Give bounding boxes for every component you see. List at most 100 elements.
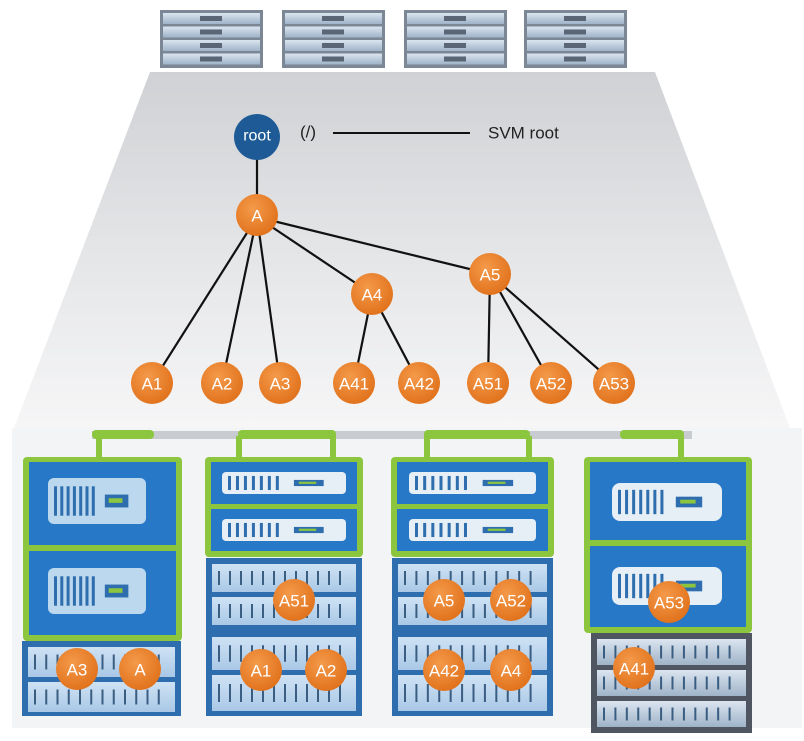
- tree-node-a5-label: A5: [480, 266, 501, 285]
- rack-unit-handle: [200, 29, 222, 35]
- tree-node-a[interactable]: A: [236, 194, 278, 236]
- volume-a51[interactable]: A51: [273, 579, 315, 621]
- tree-leaf-a41[interactable]: A41: [333, 362, 375, 404]
- root-node[interactable]: root: [234, 114, 280, 160]
- tree-leaf-a51[interactable]: A51: [467, 362, 509, 404]
- panel-vent: [653, 573, 657, 599]
- status-led: [108, 498, 123, 503]
- disk-slot: [56, 689, 59, 705]
- disk-slot: [317, 684, 319, 702]
- disk-slot: [404, 604, 406, 618]
- volume-a42[interactable]: A42: [423, 649, 465, 691]
- interconnect-segment-1: [92, 430, 154, 439]
- tree-node-a4[interactable]: A4: [351, 273, 393, 315]
- panel-vent: [235, 475, 239, 491]
- volume-a1[interactable]: A1: [240, 649, 282, 691]
- panel-vent: [85, 576, 89, 606]
- rack-unit-handle: [322, 56, 344, 62]
- panel-vent: [618, 489, 621, 515]
- volume-a41[interactable]: A41: [613, 647, 655, 689]
- panel-vent: [60, 576, 64, 606]
- disk-slot: [483, 684, 486, 702]
- root-node-circle: [234, 114, 280, 160]
- panel-vent: [228, 522, 231, 538]
- disk-slot: [415, 604, 418, 618]
- root-path-label: (/): [300, 123, 316, 142]
- interconnect-drop-1: [96, 436, 102, 460]
- disk-slot: [671, 645, 674, 659]
- volume-a52[interactable]: A52: [490, 579, 532, 621]
- tree-leaf-a2[interactable]: A2: [201, 362, 243, 404]
- tree-leaf-a42-circle: [398, 362, 440, 404]
- disk-slot: [472, 684, 475, 702]
- tree-node-a5[interactable]: A5: [469, 253, 511, 295]
- volume-a[interactable]: A: [119, 648, 161, 690]
- volume-a3[interactable]: A3: [56, 648, 98, 690]
- disk-slot: [660, 645, 663, 659]
- disk-slot: [146, 689, 149, 705]
- disk-slot: [317, 604, 319, 618]
- cluster-node-4[interactable]: A53 A41: [584, 457, 752, 733]
- interconnect-drop-6: [678, 436, 684, 460]
- volume-a2-label: A2: [316, 662, 337, 681]
- panel-vent: [85, 486, 89, 516]
- tree-leaf-a3[interactable]: A3: [259, 362, 301, 404]
- panel-vent: [455, 475, 459, 491]
- panel-vent: [618, 573, 621, 599]
- tree-leaf-a52[interactable]: A52: [530, 362, 572, 404]
- disk-slot: [251, 604, 253, 618]
- tree-leaf-a51-label: A51: [473, 375, 503, 394]
- root-node-label: root: [243, 128, 271, 145]
- panel-vent: [243, 522, 247, 538]
- disk-slot: [135, 689, 138, 705]
- tree-leaf-a2-label: A2: [212, 375, 233, 394]
- top-rack-server: [404, 10, 507, 68]
- disk-slot: [404, 571, 406, 585]
- panel-vent: [79, 486, 83, 516]
- top-rack-group: [160, 10, 627, 68]
- disk-slot: [483, 571, 486, 585]
- controller-front-panel: [409, 519, 536, 541]
- disk-slot: [461, 604, 464, 618]
- disk-slot: [306, 571, 308, 585]
- disk-slot: [495, 645, 498, 662]
- volume-a53-label: A53: [654, 594, 684, 613]
- cluster-node-1[interactable]: A3 A: [22, 457, 182, 716]
- interconnect-segment-3: [424, 430, 530, 439]
- disk-slot: [426, 571, 429, 585]
- disk-slot: [328, 684, 330, 702]
- cluster-interconnect: [92, 430, 692, 460]
- volume-a2[interactable]: A2: [305, 649, 347, 691]
- tree-leaf-a42[interactable]: A42: [398, 362, 440, 404]
- disk-slot: [295, 684, 297, 702]
- tree-leaf-a1[interactable]: A1: [131, 362, 173, 404]
- disk-slot: [728, 707, 731, 721]
- volume-a42-label: A42: [429, 662, 459, 681]
- disk-slot: [648, 707, 651, 721]
- disk-slot: [694, 645, 697, 659]
- volume-a5[interactable]: A5: [423, 579, 465, 621]
- disk-slot: [218, 684, 220, 702]
- disk-slot: [472, 604, 475, 618]
- cluster-node-2[interactable]: A51 A1 A2: [205, 457, 363, 716]
- cluster-node-3[interactable]: A5 A52 A42 A4: [391, 457, 554, 716]
- disk-slot: [660, 707, 663, 721]
- tree-leaf-a41-label: A41: [339, 375, 369, 394]
- tree-leaf-a53[interactable]: A53: [593, 362, 635, 404]
- panel-vent: [423, 522, 427, 538]
- volume-a53[interactable]: A53: [648, 581, 690, 623]
- volume-a4[interactable]: A4: [490, 649, 532, 691]
- disk-slot: [495, 571, 498, 585]
- rack-unit-handle: [444, 56, 466, 62]
- tree-leaf-a2-circle: [201, 362, 243, 404]
- disk-slot: [67, 689, 70, 705]
- volume-a5-circle: [423, 579, 465, 621]
- link-a-a2: [220, 216, 259, 384]
- disk-slot: [671, 707, 674, 721]
- disk-slot: [339, 604, 341, 618]
- top-rack-server: [282, 10, 385, 68]
- volume-a51-circle: [273, 579, 315, 621]
- disk-slot: [705, 676, 708, 690]
- panel-vent: [639, 489, 643, 515]
- disk-slot: [449, 571, 452, 585]
